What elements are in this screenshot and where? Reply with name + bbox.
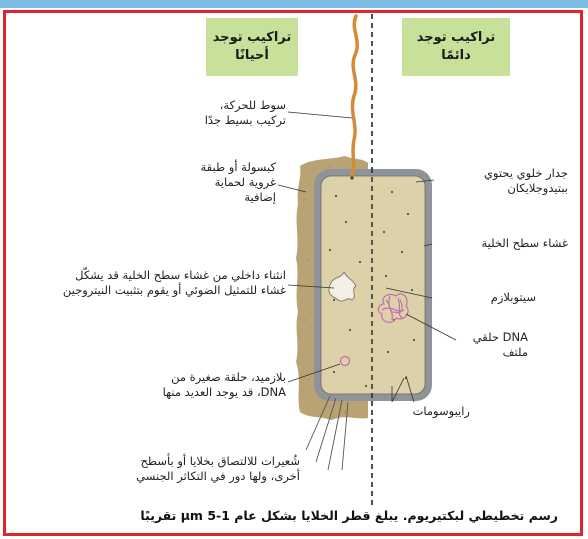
flagellum [352, 16, 357, 176]
label-ribosomes: رايبوسومات [380, 404, 470, 419]
label-capsule-line3: إضافية [196, 190, 276, 205]
label-flagellum: سوط للحركة، تركيب بسيط جدًا [196, 98, 286, 128]
label-flagellum-line1: سوط للحركة، [196, 98, 286, 113]
label-plasmid-line2: DNA، قد يوجد العديد منها [132, 385, 286, 400]
label-plasmid-line1: بلازميد، حلقة صغيرة من [132, 370, 286, 385]
label-capsule: كبسولة أو طبقة غروية لحماية إضافية [196, 160, 276, 205]
label-cytoplasm: سيتوبلازم [436, 290, 536, 305]
label-cell-wall-line2: ببتيدوجلايكان [438, 181, 568, 196]
label-dna-line1: DNA حلقي [458, 330, 528, 345]
label-cytoplasm-text: سيتوبلازم [436, 290, 536, 305]
label-cell-membrane: غشاء سطح الخلية [436, 236, 568, 251]
label-capsule-line2: غروية لحماية [196, 175, 276, 190]
flagellum-base [350, 176, 353, 179]
label-mesosome-line2: غشاء للتمثيل الضوئي أو يقوم بتثبيت النيت… [48, 283, 286, 298]
label-cell-wall-line1: جدار خلوي يحتوي [438, 166, 568, 181]
label-flagellum-line2: تركيب بسيط جدًا [196, 113, 286, 128]
label-cell-membrane-text: غشاء سطح الخلية [436, 236, 568, 251]
label-dna-line2: ملتف [458, 345, 528, 360]
label-ribosomes-text: رايبوسومات [380, 404, 470, 419]
label-cell-wall: جدار خلوي يحتوي ببتيدوجلايكان [438, 166, 568, 196]
label-capsule-line1: كبسولة أو طبقة [196, 160, 276, 175]
label-mesosome-line1: انثناء داخلي من غشاء سطح الخلية قد يشكّل [48, 268, 286, 283]
label-mesosome: انثناء داخلي من غشاء سطح الخلية قد يشكّل… [48, 268, 286, 298]
label-plasmid: بلازميد، حلقة صغيرة من DNA، قد يوجد العد… [132, 370, 286, 400]
label-dna: DNA حلقي ملتف [458, 330, 528, 360]
figure-caption: رسم تخطيطي لبكتيريوم. يبلغ قطر الخلايا ب… [18, 508, 558, 523]
label-pili: شُعيرات للالتصاق بخلايا أو بأسطح أخرى، و… [84, 454, 300, 484]
label-pili-line2: أخرى، ولها دور في التكاثر الجنسي [84, 469, 300, 484]
label-pili-line1: شُعيرات للالتصاق بخلايا أو بأسطح [84, 454, 300, 469]
